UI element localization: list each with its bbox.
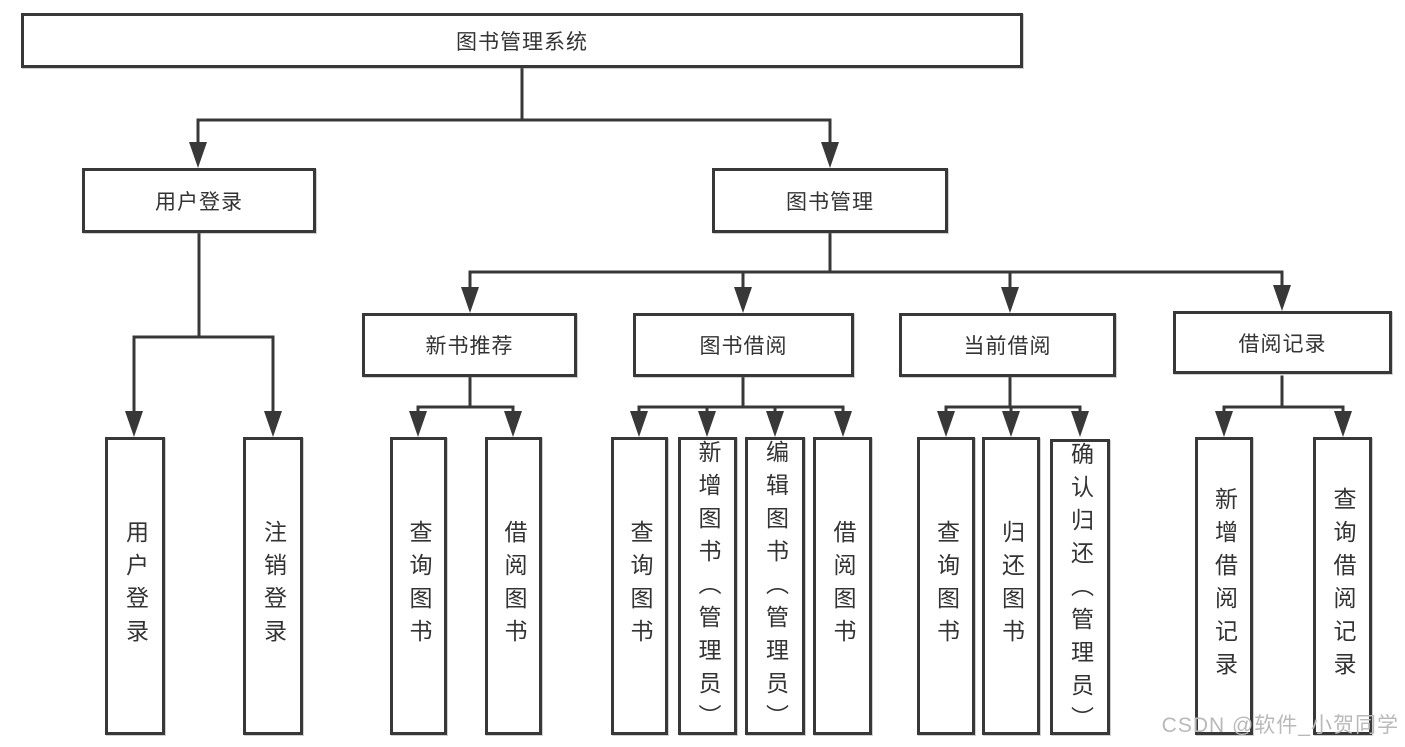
- node-leaf-add-borrow-record: 新增借阅记录: [1195, 437, 1253, 735]
- node-new-book-recommend: 新书推荐: [362, 313, 577, 377]
- node-leaf-borrow-books-2: 借阅图书: [813, 437, 872, 735]
- node-borrowing-records: 借阅记录: [1173, 311, 1392, 374]
- node-label-leaf-query-books-2: 查询图书: [627, 520, 653, 652]
- node-label-leaf-borrow-books-2: 借阅图书: [830, 520, 856, 652]
- node-label-current-borrowing: 当前借阅: [963, 335, 1052, 358]
- node-label-book-management: 图书管理: [786, 190, 874, 214]
- node-label-borrowing-records: 借阅记录: [1238, 332, 1327, 356]
- node-label-new-book-recommend: 新书推荐: [425, 335, 514, 358]
- node-label-leaf-add-borrow-record: 新增借阅记录: [1211, 487, 1238, 685]
- node-leaf-logout: 注销登录: [243, 437, 303, 735]
- node-label-leaf-edit-books: 编辑图书（管理员）: [762, 440, 789, 737]
- node-current-borrowing: 当前借阅: [899, 313, 1116, 377]
- node-label-leaf-add-books: 新增图书（管理员）: [695, 440, 721, 737]
- node-leaf-confirm-return: 确认归还（管理员）: [1050, 439, 1110, 739]
- node-label-book-borrowing: 图书借阅: [699, 335, 788, 358]
- node-leaf-query-books-3: 查询图书: [917, 437, 975, 735]
- node-leaf-query-books-1: 查询图书: [390, 437, 447, 735]
- node-root: 图书管理系统: [21, 13, 1023, 68]
- node-leaf-user-login: 用户登录: [105, 437, 165, 735]
- node-label-root: 图书管理系统: [456, 30, 588, 54]
- node-label-leaf-query-books-3: 查询图书: [933, 520, 960, 652]
- node-label-leaf-query-borrow-record: 查询借阅记录: [1330, 487, 1356, 685]
- node-leaf-query-borrow-record: 查询借阅记录: [1313, 437, 1372, 735]
- node-label-user-login: 用户登录: [155, 190, 243, 214]
- watermark-text: CSDN @软件_小贺同学: [1161, 714, 1399, 737]
- node-label-leaf-query-books-1: 查询图书: [406, 520, 432, 652]
- node-label-leaf-logout: 注销登录: [260, 520, 287, 652]
- node-label-leaf-user-login: 用户登录: [122, 520, 149, 652]
- node-user-login: 用户登录: [82, 168, 316, 233]
- node-label-leaf-return-books: 归还图书: [998, 520, 1025, 652]
- node-leaf-add-books: 新增图书（管理员）: [678, 437, 737, 737]
- node-leaf-borrow-books-1: 借阅图书: [485, 437, 542, 735]
- node-book-borrowing: 图书借阅: [633, 313, 854, 377]
- node-leaf-edit-books: 编辑图书（管理员）: [745, 437, 805, 737]
- node-leaf-query-books-2: 查询图书: [611, 437, 668, 735]
- node-label-leaf-borrow-books-1: 借阅图书: [501, 520, 527, 652]
- node-leaf-return-books: 归还图书: [982, 437, 1040, 735]
- node-book-management: 图书管理: [712, 168, 948, 233]
- node-label-leaf-confirm-return: 确认归还（管理员）: [1067, 442, 1094, 739]
